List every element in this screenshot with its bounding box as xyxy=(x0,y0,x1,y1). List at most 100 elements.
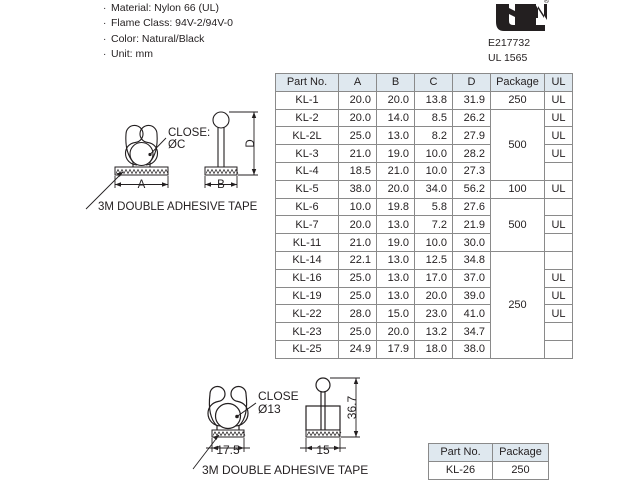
cell-ul-mark: UL xyxy=(544,108,573,128)
cell-dimension-a: 21.0 xyxy=(338,233,377,252)
cell-package: 250 xyxy=(490,250,545,359)
cell-dimension-c: 10.0 xyxy=(414,161,453,181)
cell-part-no: KL-7 xyxy=(275,215,339,235)
cell-ul-mark xyxy=(544,339,573,359)
cell-dimension-d: 31.9 xyxy=(452,90,491,110)
cell-dimension-b: 19.0 xyxy=(376,233,415,252)
cell-dimension-c: 18.0 xyxy=(414,339,453,359)
cell-part-no: KL-3 xyxy=(275,144,339,163)
cell-package: 500 xyxy=(490,108,545,181)
cell-ul-mark: UL xyxy=(544,268,573,288)
cell-dimension-c: 20.0 xyxy=(414,286,453,306)
cell-dimension-d: 21.9 xyxy=(452,215,491,235)
cell-part-no: KL-23 xyxy=(275,322,339,341)
cell-package: 500 xyxy=(490,197,545,252)
cell-ul-mark: UL xyxy=(544,286,573,306)
close-label-line2: Ø13 xyxy=(258,402,281,416)
spec-item: · Material: Nylon 66 (UL) xyxy=(103,1,233,16)
spec-item-label: Material: Nylon 66 (UL) xyxy=(111,2,219,14)
cell-dimension-b: 13.0 xyxy=(376,286,415,306)
cell-dimension-b: 19.8 xyxy=(376,197,415,217)
bullet-icon: · xyxy=(103,18,107,30)
dimension-15-label: 15 xyxy=(316,443,330,457)
ul-standard: UL 1565 xyxy=(488,52,528,64)
cell-dimension-c: 8.2 xyxy=(414,126,453,146)
cell-dimension-c: 10.0 xyxy=(414,233,453,252)
cell-dimension-a: 25.0 xyxy=(338,286,377,306)
side-view-clip-profile xyxy=(212,111,230,167)
cell-dimension-d: 27.6 xyxy=(452,197,491,217)
close-label-line2: ØC xyxy=(168,139,185,151)
close-label-line1: CLOSE xyxy=(258,389,299,403)
column-header-part-no: Part No. xyxy=(428,443,493,462)
cell-dimension-b: 13.0 xyxy=(376,126,415,146)
cell-dimension-b: 13.0 xyxy=(376,215,415,235)
cell-part-no: KL-26 xyxy=(428,460,493,480)
cell-dimension-b: 20.0 xyxy=(376,90,415,110)
spec-item: · Color: Natural/Black xyxy=(103,32,233,47)
cell-dimension-a: 38.0 xyxy=(338,179,377,199)
cell-dimension-d: 39.0 xyxy=(452,286,491,306)
dimension-d-label: D xyxy=(245,139,257,147)
column-header-c: C xyxy=(414,73,453,92)
adhesive-tape-note: 3M DOUBLE ADHESIVE TAPE xyxy=(202,463,368,477)
cell-dimension-a: 20.0 xyxy=(338,108,377,128)
dimension-b-label: B xyxy=(217,179,225,191)
cell-ul-mark xyxy=(544,161,573,181)
cell-ul-mark: UL xyxy=(544,179,573,199)
cell-part-no: KL-4 xyxy=(275,161,339,181)
cell-dimension-a: 25.0 xyxy=(338,268,377,288)
cell-dimension-a: 28.0 xyxy=(338,304,377,324)
ul-listed-mark-icon: ® xyxy=(493,0,549,35)
bullet-icon: · xyxy=(103,3,107,14)
cell-part-no: KL-6 xyxy=(275,197,339,217)
table-header-row: Part No. A B C D Package UL xyxy=(275,73,573,92)
cell-dimension-a: 10.0 xyxy=(338,197,377,217)
cell-part-no: KL-19 xyxy=(275,286,339,306)
cell-dimension-a: 24.9 xyxy=(338,339,377,359)
clip-drawing-kl26: 17.5 CLOSE Ø13 xyxy=(188,372,388,480)
cell-dimension-c: 10.0 xyxy=(414,144,453,163)
close-diameter-leader xyxy=(148,137,167,157)
cell-ul-mark xyxy=(544,322,573,341)
cell-dimension-c: 7.2 xyxy=(414,215,453,235)
adhesive-tape-note: 3M DOUBLE ADHESIVE TAPE xyxy=(98,201,258,213)
table-row: KL-26 250 xyxy=(428,460,549,480)
close-diameter-leader xyxy=(235,402,257,419)
spec-item-label: Unit: mm xyxy=(111,47,153,60)
cell-dimension-a: 25.0 xyxy=(338,126,377,146)
spec-item-label: Flame Class: 94V-2/94V-0 xyxy=(111,17,233,30)
cell-part-no: KL-1 xyxy=(275,90,339,110)
cell-ul-mark: UL xyxy=(544,215,573,235)
spec-item-label: Color: Natural/Black xyxy=(111,32,205,45)
cell-dimension-a: 20.0 xyxy=(338,215,377,235)
cell-dimension-c: 12.5 xyxy=(414,250,453,270)
table-header-row: Part No. Package xyxy=(428,443,549,462)
cell-dimension-b: 21.0 xyxy=(376,161,415,181)
cell-part-no: KL-22 xyxy=(275,304,339,324)
adhesive-tape-base-front xyxy=(114,166,169,176)
cell-package: 250 xyxy=(492,460,549,480)
column-header-package: Package xyxy=(490,73,545,92)
cell-dimension-b: 20.0 xyxy=(376,322,415,341)
dimension-a xyxy=(114,176,169,188)
column-header-ul: UL xyxy=(544,73,573,92)
dimension-b xyxy=(204,176,238,188)
cell-part-no: KL-25 xyxy=(275,339,339,359)
cell-ul-mark xyxy=(544,250,573,270)
cell-package: 100 xyxy=(490,179,545,199)
cell-dimension-d: 28.2 xyxy=(452,144,491,163)
cell-part-no: KL-14 xyxy=(275,250,339,270)
